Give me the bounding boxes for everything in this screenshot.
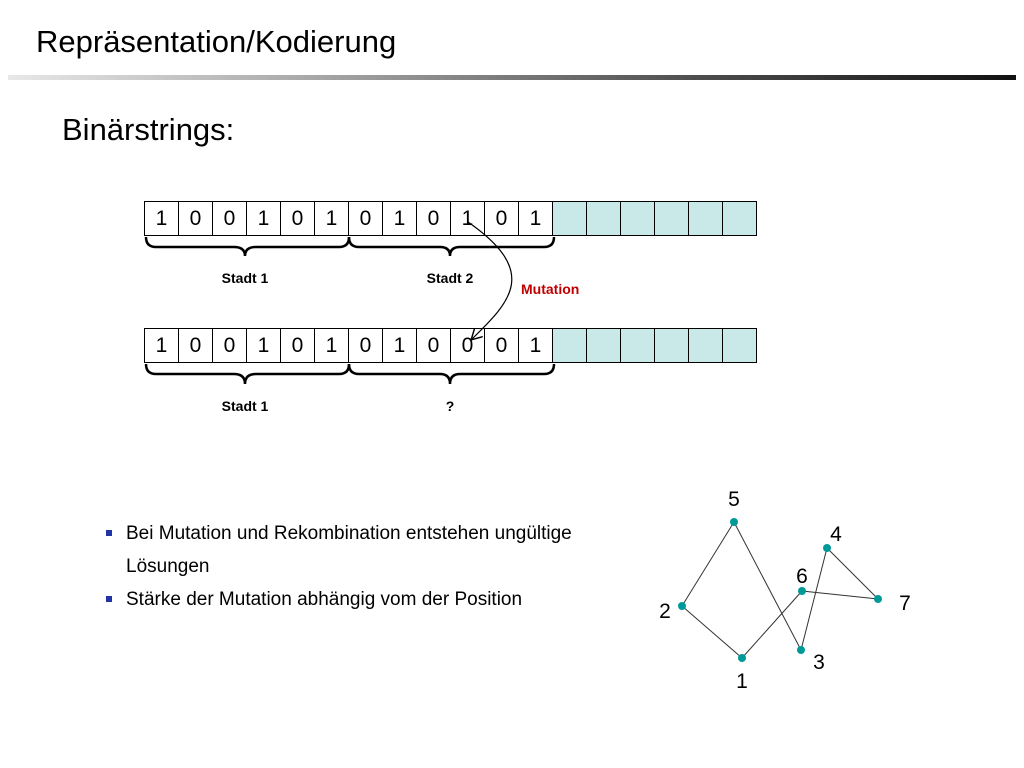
empty-cell [722,328,757,363]
empty-cell [552,201,587,236]
brace-unknown [347,363,556,385]
label-unknown: ? [445,398,455,414]
slide-title: Repräsentation/Kodierung [36,24,397,59]
section-heading: Binärstrings: [62,112,235,147]
empty-cell [620,201,655,236]
empty-cell [688,328,723,363]
bitstring-mutated: 1 0 0 1 0 1 0 1 0 0 0 1 [144,328,757,363]
graph-node-7 [874,595,882,603]
node-label-2: 2 [659,600,671,623]
mutation-label: Mutation [521,281,580,297]
graph-edge-2-5 [681,521,735,607]
mutation-arrow [467,221,513,339]
graph-node-4 [823,544,831,552]
graph-edge-2-1 [681,605,743,659]
bullet-item: Bei Mutation und Rekombination entstehen… [104,517,584,583]
graph-node-2 [678,602,686,610]
node-label-3: 3 [813,651,825,674]
graph-nodes [678,518,882,662]
empty-cell [552,328,587,363]
title-divider [8,75,1016,80]
empty-cell [586,328,621,363]
label-stadt-1-mutated: Stadt 1 [221,398,269,414]
graph-edge-4-3 [800,547,828,651]
brace-stadt-1-mutated [144,363,351,385]
brace-stadt-1 [144,236,351,257]
node-label-6: 6 [796,565,808,588]
graph-edge-7-4 [826,547,879,600]
graph-node-6 [798,587,806,595]
empty-cell [688,201,723,236]
bullet-list: Bei Mutation und Rekombination entstehen… [104,517,584,616]
node-label-4: 4 [830,523,842,546]
graph-edges [681,521,879,659]
empty-cell [586,201,621,236]
node-label-1: 1 [736,670,748,693]
bitstring-original: 1 0 0 1 0 1 0 1 0 1 0 1 [144,201,757,236]
empty-cell [722,201,757,236]
graph-node-3 [797,646,805,654]
graph-edge-5-3 [733,521,802,651]
graph-node-1 [738,654,746,662]
label-stadt-1: Stadt 1 [221,270,269,286]
node-label-7: 7 [899,592,911,615]
graph-edge-6-7 [801,590,879,600]
graph-edge-1-6 [741,590,803,659]
graph-node-5 [730,518,738,526]
empty-cell [620,328,655,363]
brace-stadt-2 [347,236,556,257]
bullet-item: Stärke der Mutation abhängig vom der Pos… [104,583,584,616]
node-label-5: 5 [728,488,740,511]
label-stadt-2: Stadt 2 [426,270,474,286]
